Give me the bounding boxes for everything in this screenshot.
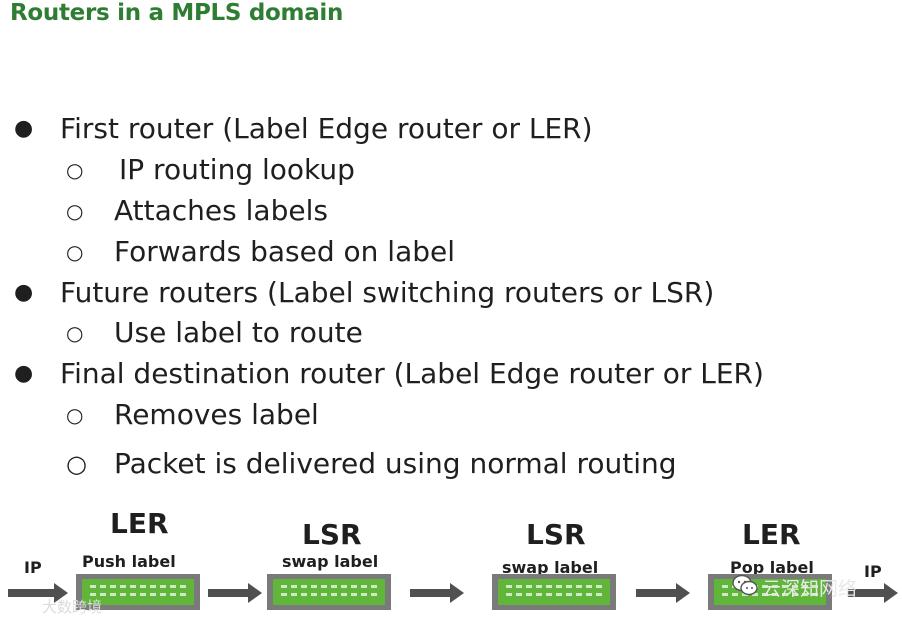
- arrow: [208, 583, 262, 603]
- arrow: [636, 583, 690, 603]
- sub-bullet-text: Forwards based on label: [114, 235, 456, 268]
- sub-bullet-mark: ○: [66, 321, 84, 345]
- sub-bullet-mark: ○: [66, 240, 84, 264]
- node-label-swap: swap label: [502, 558, 599, 577]
- node-title-ler: LER: [110, 507, 169, 540]
- sub-bullet-mark: ○: [66, 158, 84, 182]
- node-label-pop: Pop label: [730, 558, 814, 577]
- bullet-mark: ●: [14, 116, 34, 141]
- bullet-mark: ●: [14, 280, 34, 305]
- node-title-lsr: LSR: [526, 518, 586, 551]
- ip-out-label: IP: [864, 562, 882, 581]
- router-lsr-2: [492, 574, 616, 610]
- router-ler-ingress: [76, 574, 200, 610]
- node-title-lsr: LSR: [302, 518, 362, 551]
- watermark-left: 大数跨境: [42, 598, 103, 616]
- arrow: [410, 583, 464, 603]
- bullet-text: First router (Label Edge router or LER): [60, 112, 593, 145]
- sub-bullet-text: Packet is delivered using normal routing: [114, 447, 677, 480]
- watermark-text: 云深知网络: [762, 578, 858, 600]
- sub-bullet-text: IP routing lookup: [119, 153, 355, 186]
- sub-bullet-text: Use label to route: [114, 316, 363, 349]
- page-title: Routers in a MPLS domain: [10, 0, 344, 26]
- ip-in-label: IP: [24, 558, 42, 577]
- bullet-text: Final destination router (Label Edge rou…: [60, 357, 764, 390]
- router-lsr-1: [267, 574, 391, 610]
- sub-bullet-text: Attaches labels: [114, 194, 328, 227]
- wechat-icon: [732, 574, 758, 596]
- sub-bullet-mark: ○: [66, 403, 84, 427]
- bullet-text: Future routers (Label switching routers …: [60, 276, 715, 309]
- node-title-ler: LER: [742, 518, 801, 551]
- node-label-push: Push label: [82, 552, 176, 571]
- sub-bullet-mark: ○: [66, 199, 84, 223]
- arrow: [848, 583, 898, 603]
- bullet-mark: ●: [14, 361, 34, 386]
- arrow: [8, 583, 68, 603]
- sub-bullet-mark: ○: [66, 450, 87, 478]
- node-label-swap: swap label: [282, 552, 379, 571]
- sub-bullet-text: Removes label: [114, 398, 319, 431]
